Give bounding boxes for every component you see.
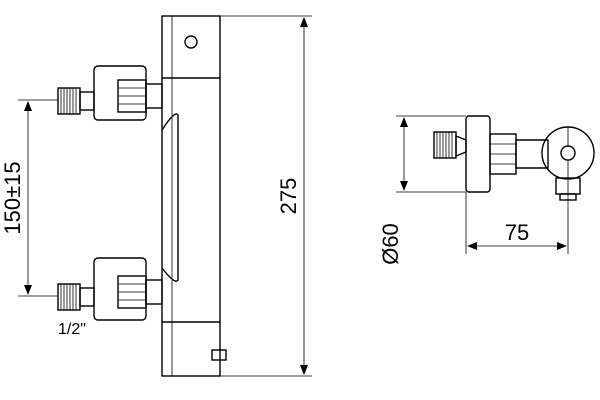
upper-inlet-connector	[57, 65, 163, 121]
front-view: 150±15 1/2" 275	[0, 15, 312, 377]
height-label: 275	[276, 178, 301, 215]
connection-size-label: 1/2"	[58, 321, 86, 338]
diameter-label: Ø60	[378, 223, 403, 265]
top-hole	[184, 35, 198, 49]
bracket-slot	[161, 113, 179, 282]
depth-label: 75	[505, 220, 529, 245]
side-view: Ø60 75	[378, 115, 595, 265]
inlet-spacing-label: 150±15	[0, 161, 25, 234]
wall-plate	[465, 115, 491, 193]
lower-inlet-connector	[57, 257, 163, 321]
mixer-body	[161, 15, 221, 377]
